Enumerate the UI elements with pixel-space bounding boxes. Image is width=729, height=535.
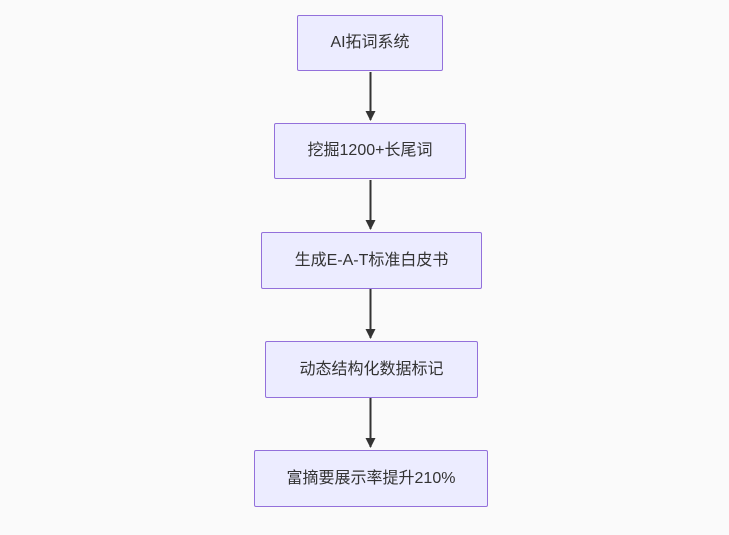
flow-node-ai-keyword-system: AI拓词系统 — [297, 15, 443, 71]
flow-node-rich-snippet-rate: 富摘要展示率提升210% — [254, 450, 488, 507]
node-label: AI拓词系统 — [330, 34, 410, 52]
node-label: 动态结构化数据标记 — [299, 360, 444, 378]
node-label: 生成E-A-T标准白皮书 — [294, 251, 449, 269]
flow-node-eat-whitepaper: 生成E-A-T标准白皮书 — [261, 232, 482, 289]
node-label: 富摘要展示率提升210% — [286, 469, 456, 487]
flow-node-longtail-mining: 挖掘1200+长尾词 — [274, 123, 466, 179]
flow-node-structured-data-markup: 动态结构化数据标记 — [265, 341, 478, 398]
node-label: 挖掘1200+长尾词 — [307, 142, 433, 160]
